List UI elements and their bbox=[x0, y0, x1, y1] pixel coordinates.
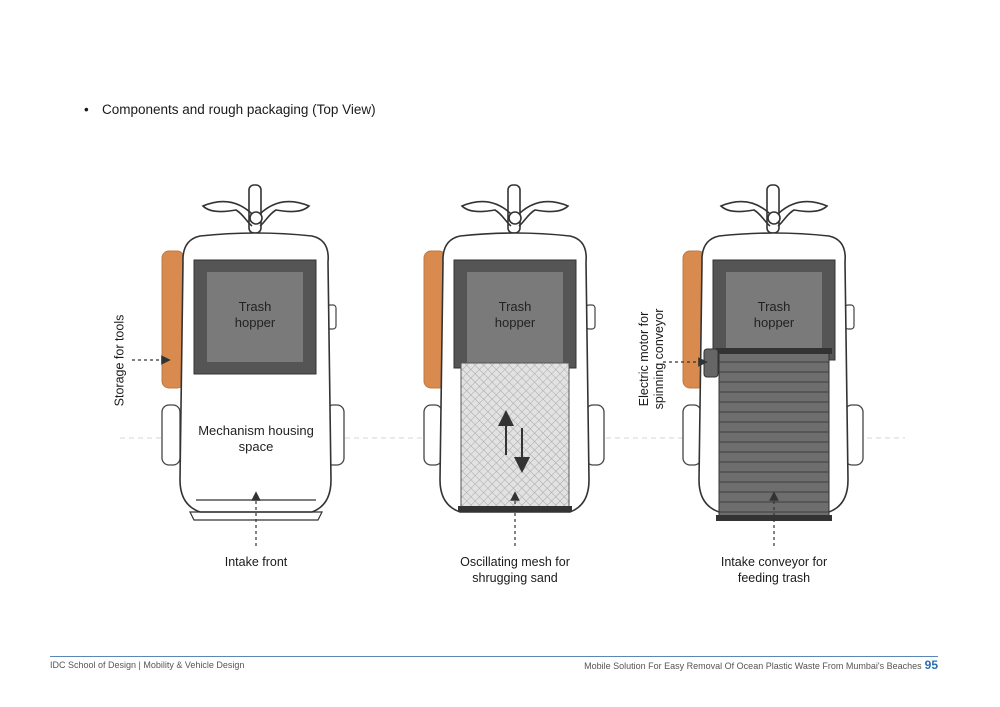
oscillating-mesh bbox=[460, 362, 570, 509]
callout-intake-front: Intake front bbox=[224, 555, 288, 569]
handlebar-2 bbox=[460, 184, 570, 234]
hopper-label-1: Trash hopper bbox=[234, 299, 276, 330]
section-heading: Components and rough packaging (Top View… bbox=[102, 102, 376, 117]
section-bullet: • Components and rough packaging (Top Vie… bbox=[84, 102, 376, 117]
tool-storage-box-1 bbox=[161, 250, 185, 389]
callout-intake-conveyor: Intake conveyor for feeding trash bbox=[720, 555, 828, 585]
wheel-left-2 bbox=[423, 404, 443, 466]
wheel-left-3 bbox=[682, 404, 702, 466]
bullet-dot: • bbox=[84, 102, 89, 117]
page-number: 95 bbox=[924, 658, 938, 672]
callout-oscillating-mesh: Oscillating mesh for shrugging sand bbox=[460, 555, 570, 585]
footer-project: Mobile Solution For Easy Removal Of Ocea… bbox=[584, 658, 938, 672]
vehicle-view-2 bbox=[423, 184, 605, 546]
footer-institution: IDC School of Design | Mobility & Vehicl… bbox=[50, 660, 245, 670]
side-label-motor: Electric motor for spinning conveyor bbox=[637, 308, 666, 410]
side-label-storage: Storage for tools bbox=[112, 314, 127, 407]
vehicle-view-1 bbox=[132, 184, 345, 546]
handlebar-3 bbox=[719, 184, 829, 234]
vehicle-view-3 bbox=[663, 184, 864, 546]
housing-label: Mechanism housing space bbox=[198, 423, 314, 454]
wheel-left-1 bbox=[161, 404, 181, 466]
electric-motor bbox=[703, 348, 719, 378]
footer-rule bbox=[50, 656, 938, 657]
hopper-label-2: Trash hopper bbox=[494, 299, 536, 330]
intake-conveyor bbox=[716, 348, 832, 521]
hopper-label-3: Trash hopper bbox=[753, 299, 795, 330]
handlebar-1 bbox=[201, 184, 311, 234]
footer-project-title: Mobile Solution For Easy Removal Of Ocea… bbox=[584, 661, 922, 671]
